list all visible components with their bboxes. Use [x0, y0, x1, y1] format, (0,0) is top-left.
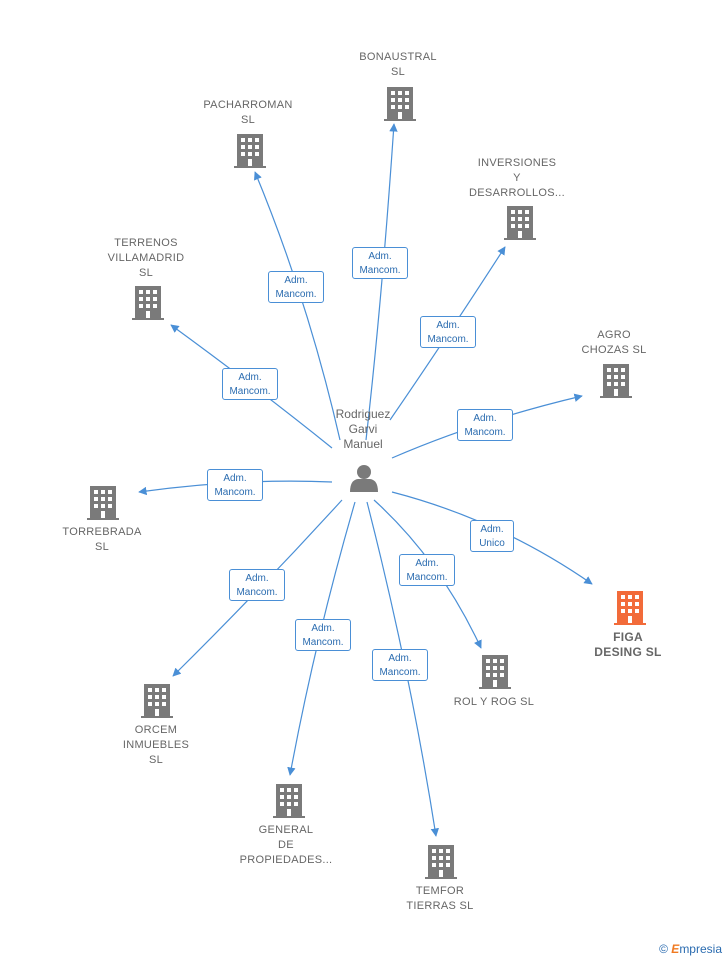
building-icon[interactable] [479, 655, 511, 689]
company-label-general[interactable]: GENERAL DE PROPIEDADES... [239, 824, 333, 866]
building-icon[interactable] [132, 286, 164, 320]
person-name[interactable]: Rodriguez Garvi Manuel [335, 407, 391, 451]
copyright-footer: © Empresia [659, 942, 722, 956]
relation-label-terrenos: Adm. Mancom. [222, 368, 278, 400]
building-icon[interactable] [87, 486, 119, 520]
company-label-torrebrada[interactable]: TORREBRADA SL [62, 526, 142, 553]
company-label-figa[interactable]: FIGA DESING SL [594, 630, 662, 659]
relation-label-inversiones: Adm. Mancom. [420, 316, 476, 348]
company-label-pacharroman[interactable]: PACHARROMAN SL [203, 99, 293, 126]
company-label-bonaustral[interactable]: BONAUSTRAL SL [359, 51, 437, 78]
company-label-terrenos[interactable]: TERRENOS VILLAMADRID SL [107, 237, 185, 279]
relation-label-orcem: Adm. Mancom. [229, 569, 285, 601]
company-label-inversiones[interactable]: INVERSIONES Y DESARROLLOS... [469, 157, 565, 199]
relation-label-general: Adm. Mancom. [295, 619, 351, 651]
building-icon[interactable] [504, 206, 536, 240]
person-icon [350, 465, 378, 492]
edge-bonaustral [365, 123, 398, 441]
building-icon[interactable] [273, 784, 305, 818]
relation-label-torrebrada: Adm. Mancom. [207, 469, 263, 501]
company-label-orcem[interactable]: ORCEM INMUEBLES SL [122, 724, 190, 766]
building-icon[interactable] [234, 134, 266, 168]
relation-label-rolyrog: Adm. Mancom. [399, 554, 455, 586]
brand-logo-letter: E [671, 942, 680, 956]
company-label-rolyrog[interactable]: ROL Y ROG SL [453, 696, 535, 708]
building-icon[interactable] [614, 591, 646, 625]
relation-label-bonaustral: Adm. Mancom. [352, 247, 408, 279]
company-label-agro[interactable]: AGRO CHOZAS SL [581, 329, 647, 356]
relation-label-pacharroman: Adm. Mancom. [268, 271, 324, 303]
building-icon[interactable] [384, 87, 416, 121]
company-label-temfor[interactable]: TEMFOR TIERRAS SL [406, 885, 474, 912]
building-icon[interactable] [141, 684, 173, 718]
copyright-icon: © [659, 942, 668, 956]
brand-name[interactable]: mpresia [679, 942, 722, 956]
building-icon[interactable] [425, 845, 457, 879]
relation-label-temfor: Adm. Mancom. [372, 649, 428, 681]
relation-label-figa: Adm. Unico [470, 520, 514, 552]
building-icon[interactable] [600, 364, 632, 398]
relation-label-agro: Adm. Mancom. [457, 409, 513, 441]
edge-pacharroman [254, 171, 341, 441]
